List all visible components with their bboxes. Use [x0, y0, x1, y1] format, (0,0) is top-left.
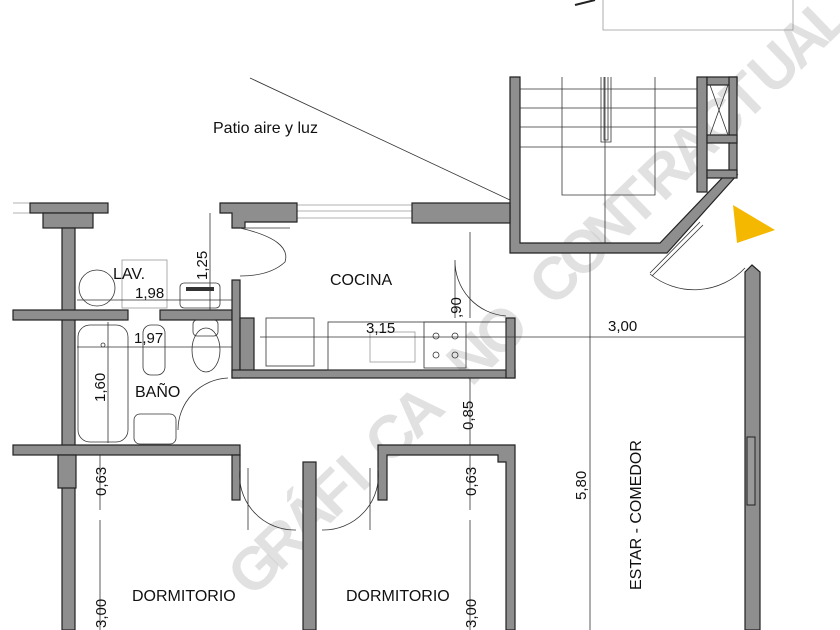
label-cocina: COCINA	[330, 272, 393, 289]
upper-mark	[574, 0, 596, 6]
dim-pasillo: 0,85	[460, 401, 477, 430]
dim-cocina-door: ,90	[448, 297, 465, 318]
label-patio: Patio aire y luz	[213, 120, 318, 137]
doors	[177, 221, 746, 531]
fixtures	[77, 259, 507, 445]
interior-walls	[12, 227, 761, 630]
patio-line	[249, 77, 511, 201]
washing-machine	[78, 269, 116, 307]
bathtub	[77, 324, 129, 443]
dim-dorm-2-length: 3,00	[463, 599, 480, 628]
dim-estar-length: 5,80	[573, 471, 590, 500]
dim-lav-depth: 1,25	[194, 251, 211, 280]
dim-closet-2: 0,63	[463, 467, 480, 496]
dim-closet-1: 0,63	[93, 467, 110, 496]
label-lav: LAV.	[113, 266, 145, 283]
bathroom-sink	[133, 413, 177, 445]
label-dormitorio-1: DORMITORIO	[132, 588, 236, 605]
bidet	[142, 324, 166, 376]
label-estar-comedor: ESTAR - COMEDOR	[628, 440, 645, 590]
dim-bano-width: 1,97	[134, 330, 163, 347]
laundry-sink	[179, 282, 221, 309]
kitchen-sink	[369, 331, 416, 363]
label-dormitorio-2: DORMITORIO	[346, 588, 450, 605]
dim-bano-depth: 1,60	[92, 373, 109, 402]
top-walls	[13, 202, 511, 229]
stair-core	[509, 76, 739, 254]
dimension-lines	[77, 213, 745, 630]
dim-lav-width: 1,98	[135, 285, 164, 302]
entry-marker-icon	[733, 205, 775, 243]
dim-cocina-width: 3,15	[366, 320, 395, 337]
fridge	[265, 317, 315, 367]
dim-dorm-1-length: 3,00	[93, 599, 110, 628]
upper-outline	[602, 0, 794, 31]
label-bano: BAÑO	[135, 381, 180, 401]
toilet	[191, 327, 221, 373]
stove	[423, 321, 467, 369]
dim-estar-width: 3,00	[608, 318, 637, 335]
counter	[327, 321, 507, 371]
